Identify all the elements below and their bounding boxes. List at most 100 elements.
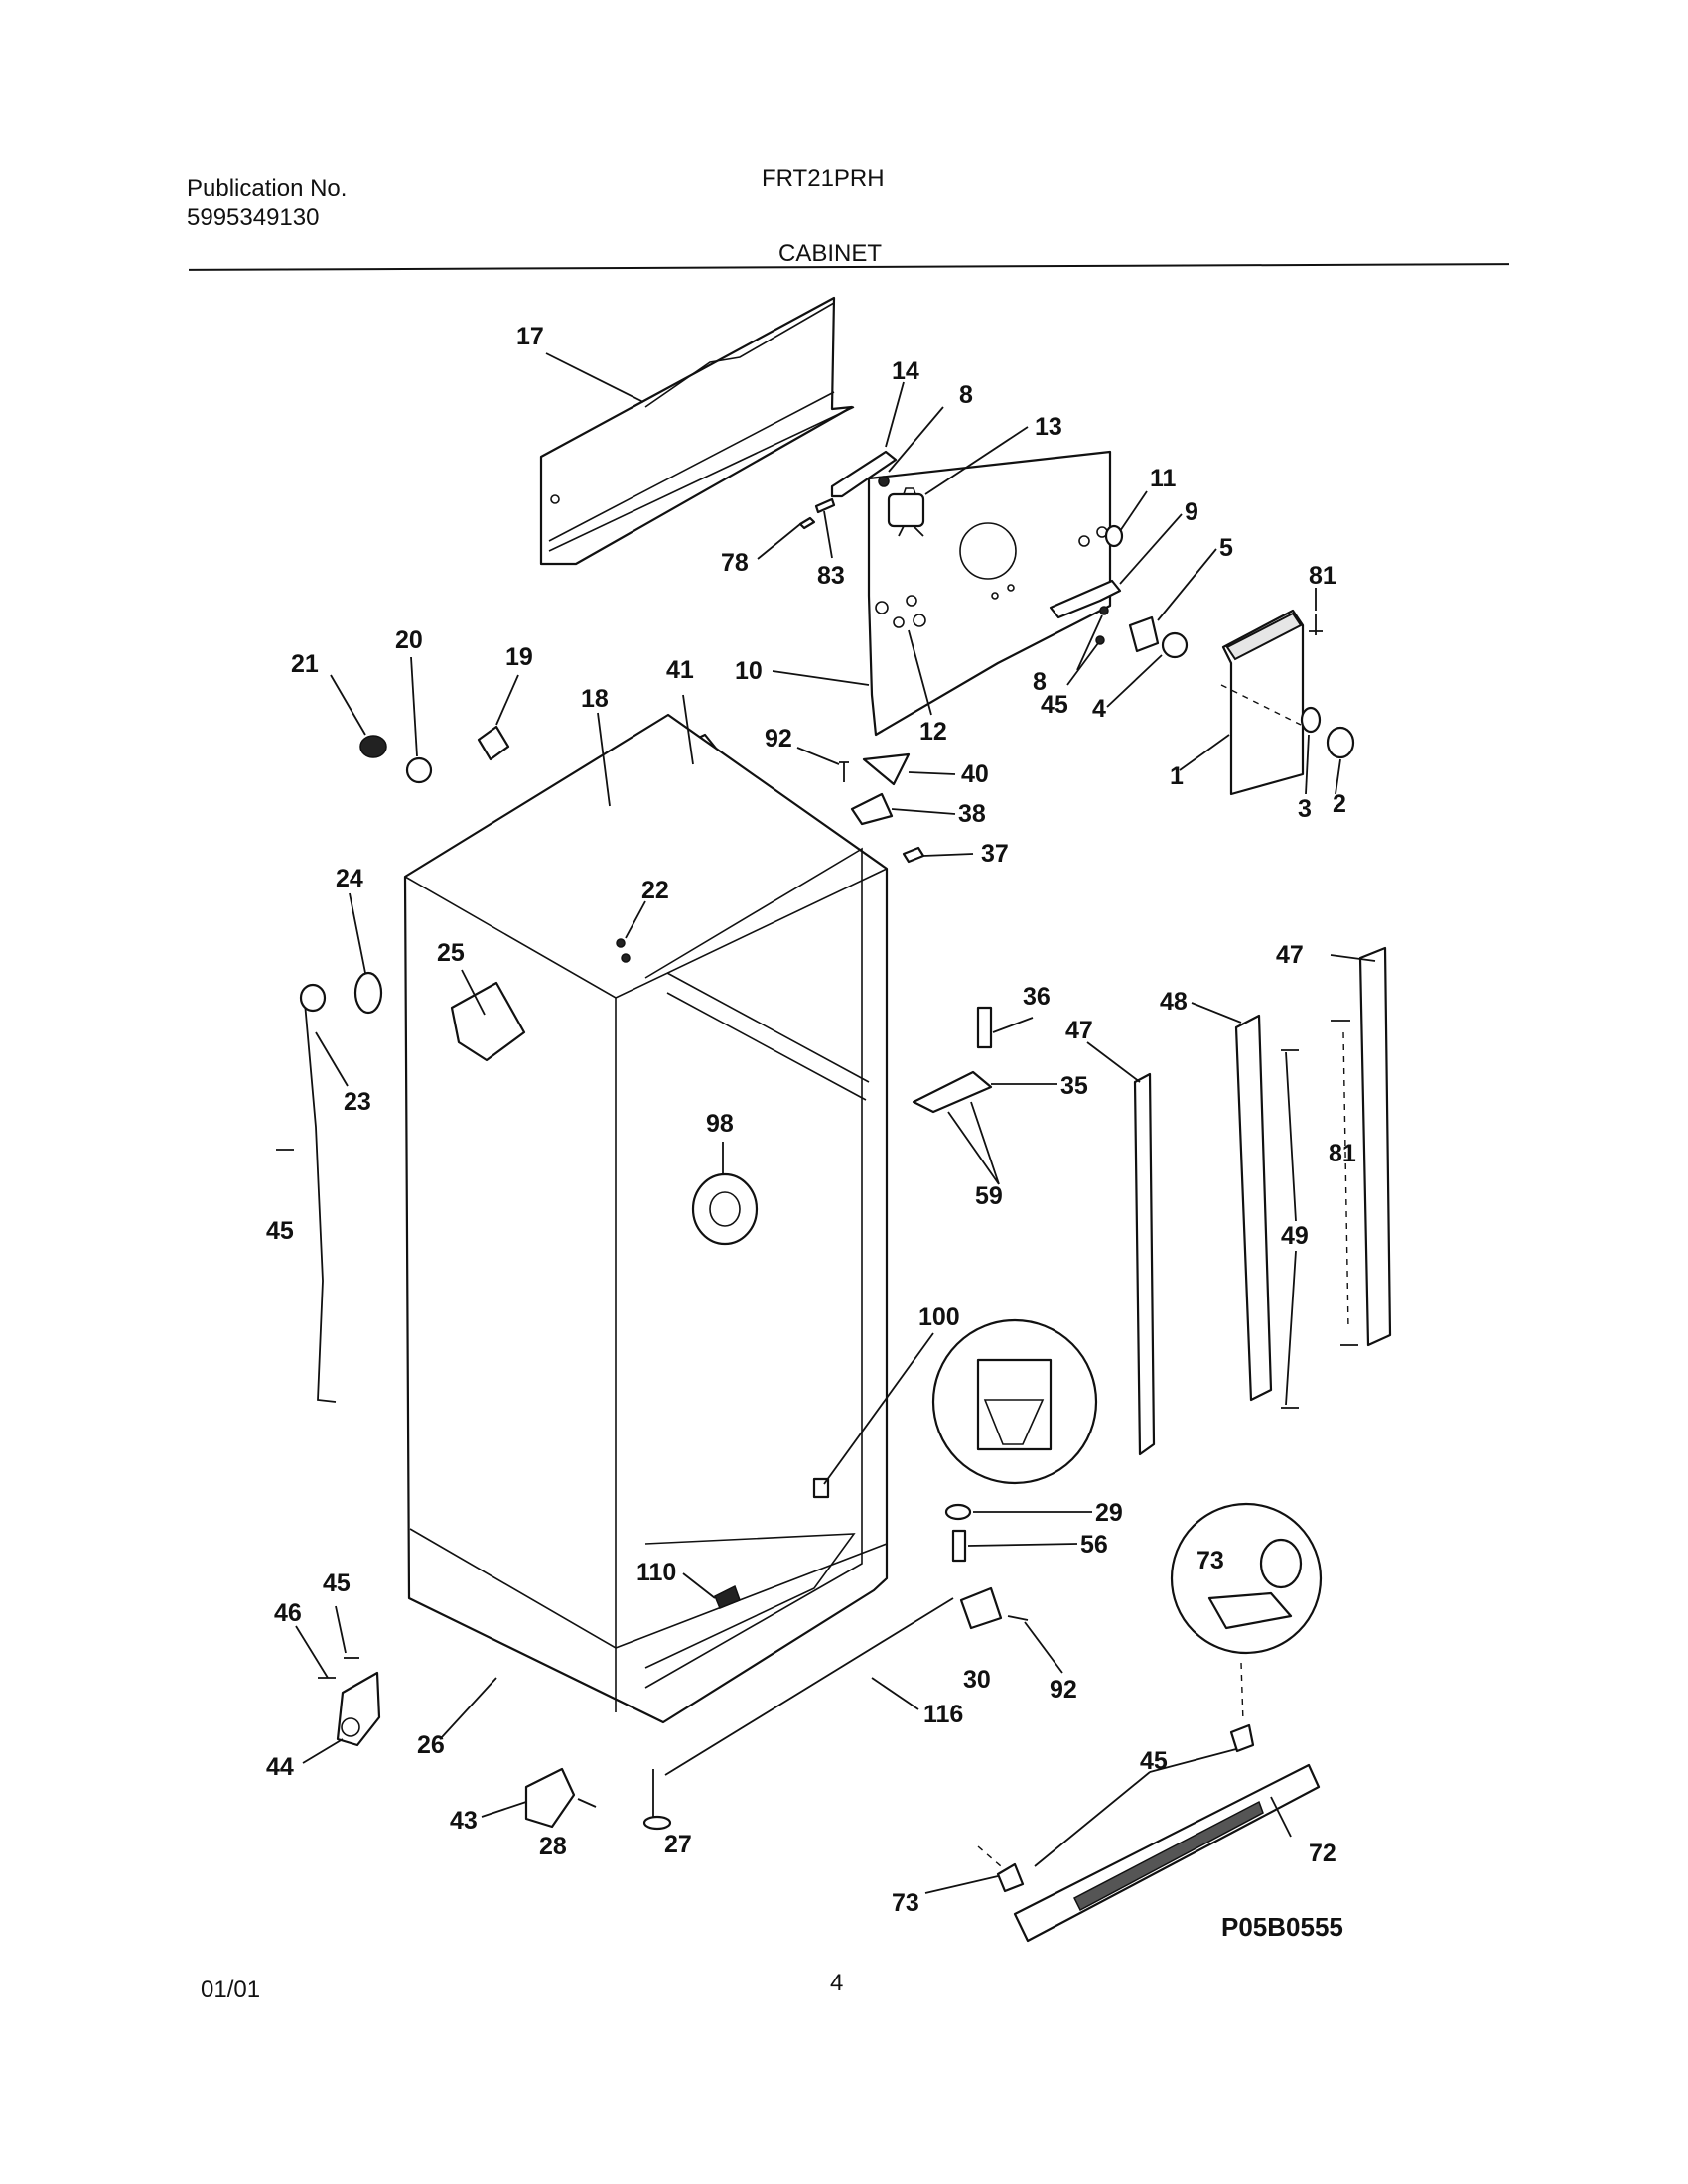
callout-22: 22 bbox=[641, 877, 669, 904]
part-pin-56 bbox=[951, 1529, 967, 1563]
part-leveler-27 bbox=[642, 1769, 672, 1831]
callout-38: 38 bbox=[958, 800, 986, 828]
callout-44: 44 bbox=[266, 1753, 294, 1781]
part-screw-45a bbox=[1095, 635, 1105, 645]
part-pin-37 bbox=[902, 846, 925, 864]
part-cap-2 bbox=[1326, 726, 1355, 759]
callout-73b: 73 bbox=[892, 1889, 919, 1917]
publication-label: Publication No. bbox=[187, 175, 348, 202]
callout-45c: 45 bbox=[323, 1570, 351, 1597]
callout-41: 41 bbox=[666, 656, 694, 684]
part-bracket-9 bbox=[1049, 579, 1122, 619]
callout-78: 78 bbox=[721, 549, 749, 577]
part-screw-81a bbox=[1309, 614, 1323, 635]
callout-13: 13 bbox=[1035, 413, 1062, 441]
part-control-5 bbox=[1128, 615, 1160, 653]
callout-1: 1 bbox=[1170, 762, 1184, 790]
callout-11: 11 bbox=[1150, 465, 1177, 492]
part-control-panel bbox=[867, 450, 1112, 737]
callout-59: 59 bbox=[975, 1182, 1003, 1210]
section-title: CABINET bbox=[778, 240, 883, 267]
callout-47b: 47 bbox=[1276, 941, 1304, 969]
part-mount-25 bbox=[450, 981, 526, 1062]
part-screw-92b bbox=[1007, 1615, 1029, 1621]
callout-92b: 92 bbox=[1050, 1676, 1077, 1704]
callout-26: 26 bbox=[417, 1731, 445, 1759]
callout-8b: 8 bbox=[1033, 668, 1047, 696]
part-plug-11 bbox=[1104, 524, 1124, 548]
part-washer-24 bbox=[353, 971, 383, 1015]
part-grommet bbox=[878, 476, 890, 487]
callout-73a: 73 bbox=[1196, 1547, 1224, 1574]
callout-17: 17 bbox=[516, 323, 544, 350]
callout-30: 30 bbox=[963, 1666, 991, 1694]
part-screw-28 bbox=[577, 1798, 597, 1808]
callout-92a: 92 bbox=[765, 725, 792, 752]
part-bracket-100-detail bbox=[812, 1318, 1098, 1499]
callout-5: 5 bbox=[1219, 534, 1233, 562]
callout-100: 100 bbox=[918, 1303, 960, 1331]
callout-12: 12 bbox=[919, 718, 947, 746]
part-clip-110 bbox=[714, 1584, 741, 1609]
part-toe-grille-72 bbox=[1013, 1763, 1321, 1943]
callout-81: 81 bbox=[1309, 562, 1336, 590]
part-strip-48 bbox=[1234, 1014, 1273, 1402]
part-bracket-73a bbox=[996, 1862, 1025, 1893]
part-bracket-40 bbox=[862, 752, 911, 786]
callout-35: 35 bbox=[1060, 1072, 1088, 1100]
callout-23: 23 bbox=[344, 1088, 371, 1116]
callout-4: 4 bbox=[1092, 695, 1106, 723]
part-hinge-35 bbox=[912, 1070, 993, 1114]
part-support-30 bbox=[959, 1586, 1003, 1630]
leader-lines bbox=[295, 352, 1376, 1894]
part-top-cover bbox=[539, 296, 855, 566]
part-hinge-38 bbox=[850, 792, 894, 826]
callout-37: 37 bbox=[981, 840, 1009, 868]
callout-81b: 81 bbox=[1329, 1140, 1356, 1167]
callout-8: 8 bbox=[959, 381, 973, 409]
part-knob-4 bbox=[1161, 631, 1189, 659]
callout-25: 25 bbox=[437, 939, 465, 967]
model-number: FRT21PRH bbox=[762, 165, 885, 192]
publication-number: 5995349130 bbox=[187, 205, 320, 231]
callout-3: 3 bbox=[1298, 795, 1312, 823]
part-bracket-73b bbox=[1229, 1723, 1255, 1753]
callout-48: 48 bbox=[1160, 988, 1188, 1016]
callout-19: 19 bbox=[505, 643, 533, 671]
footer-date: 01/01 bbox=[201, 1977, 261, 2003]
callout-116: 116 bbox=[923, 1701, 963, 1728]
part-light-bulb-3 bbox=[1300, 706, 1322, 734]
callout-29: 29 bbox=[1095, 1499, 1123, 1527]
callout-28: 28 bbox=[539, 1833, 567, 1860]
part-plug-20 bbox=[405, 756, 433, 784]
callout-46: 46 bbox=[274, 1599, 302, 1627]
part-washer-29 bbox=[944, 1503, 972, 1521]
callout-45b: 45 bbox=[266, 1217, 294, 1245]
callout-18: 18 bbox=[581, 685, 609, 713]
callout-47a: 47 bbox=[1065, 1017, 1093, 1044]
drawing-code: P05B0555 bbox=[1221, 1912, 1343, 1942]
callout-45a: 45 bbox=[1041, 691, 1068, 719]
part-grommet-21 bbox=[359, 735, 387, 758]
part-tube-19 bbox=[477, 725, 510, 761]
callout-2: 2 bbox=[1333, 790, 1346, 818]
part-light-housing bbox=[1220, 609, 1305, 796]
part-lower-hinge-44 bbox=[336, 1671, 381, 1747]
callout-49: 49 bbox=[1281, 1222, 1309, 1250]
callout-14: 14 bbox=[892, 357, 919, 385]
part-cabinet-body bbox=[403, 713, 889, 1724]
callout-9: 9 bbox=[1185, 498, 1198, 526]
callout-36: 36 bbox=[1023, 983, 1051, 1011]
callout-98: 98 bbox=[706, 1110, 734, 1138]
part-roller-43 bbox=[524, 1767, 576, 1829]
callout-24: 24 bbox=[336, 865, 363, 892]
part-strip-47b bbox=[1358, 946, 1392, 1347]
callout-43: 43 bbox=[450, 1807, 478, 1835]
part-screw-8b bbox=[1099, 606, 1109, 615]
callout-72: 72 bbox=[1309, 1840, 1336, 1867]
callout-45d: 45 bbox=[1140, 1747, 1168, 1775]
part-drain-plug-98 bbox=[691, 1172, 759, 1246]
callout-40: 40 bbox=[961, 760, 989, 788]
callout-20: 20 bbox=[395, 626, 423, 654]
